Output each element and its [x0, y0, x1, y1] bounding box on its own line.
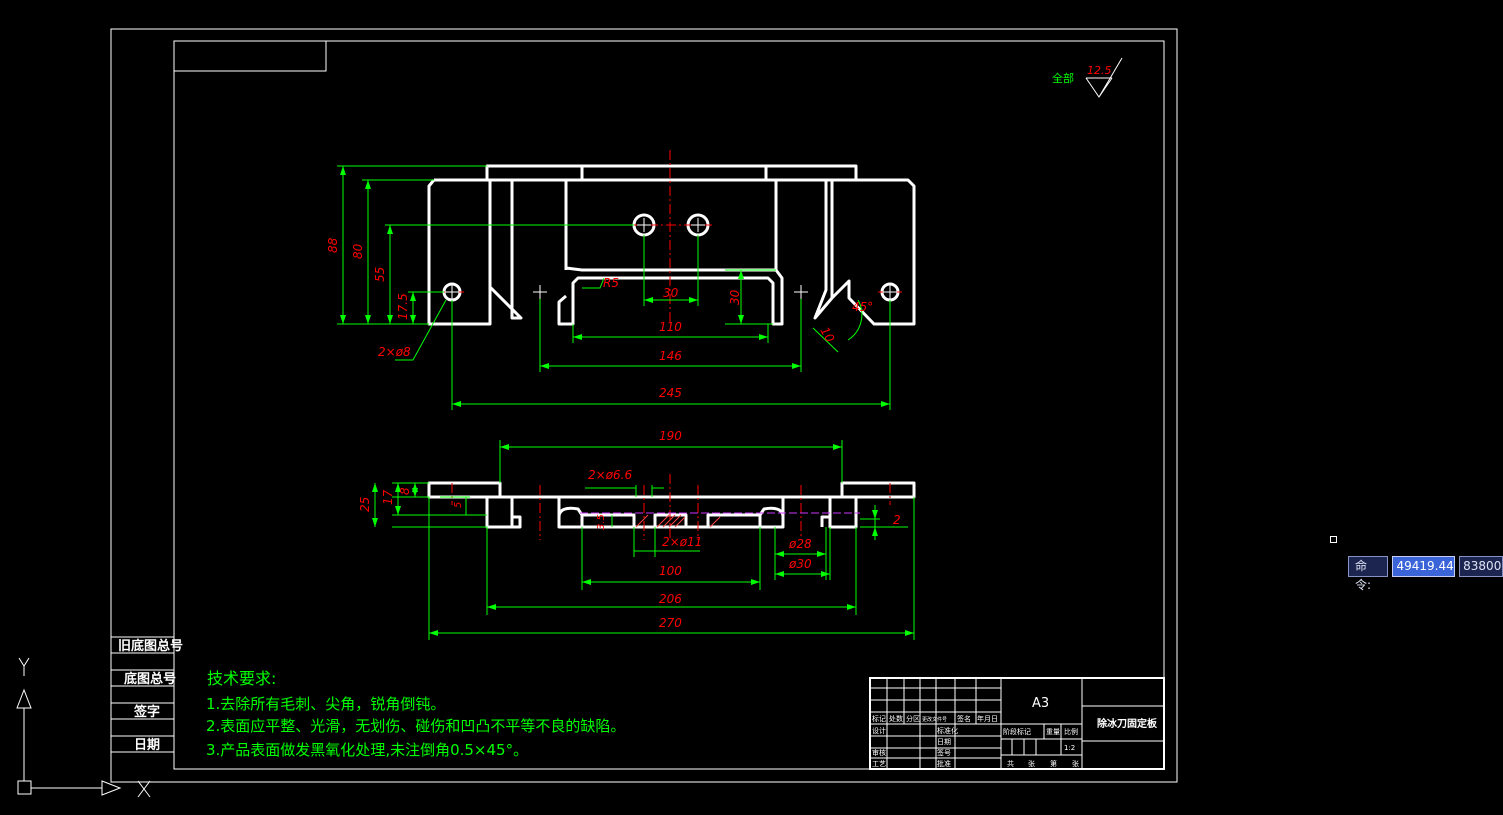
- dim-holes-8: 2×ø8: [378, 345, 411, 359]
- dim-17: 17: [381, 489, 395, 505]
- side-label-sign: 签字: [133, 704, 160, 720]
- dim-d30: ø30: [788, 557, 812, 571]
- title-scale-label: 比例: [1064, 727, 1078, 736]
- tech-requirement-3: 3.产品表面做发黑氧化处理,未注倒角0.5×45°。: [206, 741, 528, 759]
- tech-requirement-2: 2.表面应平整、光滑，无划伤、碰伤和凹凸不平等不良的缺陷。: [206, 717, 625, 735]
- side-label-date: 日期: [134, 738, 160, 753]
- title-sheet-size: A3: [1032, 696, 1049, 711]
- side-label-base-no: 底图总号: [124, 671, 176, 687]
- dim-30-height: 30: [728, 289, 742, 305]
- dim-25: 25: [358, 497, 372, 512]
- pick-box-cursor: [1330, 536, 1337, 543]
- front-view-hatch: [635, 514, 721, 528]
- title-rev-date: 年月日: [977, 714, 998, 723]
- title-role-design: 设计: [872, 726, 886, 735]
- dim-holes-6-6: 2×ø6.6: [588, 468, 632, 482]
- dim-chamfer-10: 10: [817, 325, 837, 346]
- title-misc-sign-no: 签号: [937, 748, 951, 757]
- dim-270: 270: [659, 616, 682, 630]
- roughness-symbol: 全部 12.5: [1052, 57, 1123, 98]
- dim-angle-45: 45°: [852, 300, 873, 314]
- title-total-unit: 张: [1028, 759, 1035, 768]
- top-view-dimensions: [337, 165, 891, 410]
- dim-190: 190: [659, 429, 682, 443]
- title-part-name: 除冰刀固定板: [1097, 717, 1158, 730]
- tech-requirement-1: 1.去除所有毛刺、尖角，锐角倒钝。: [206, 695, 445, 713]
- dim-r5: R5: [603, 276, 619, 290]
- title-weight: 重量: [1046, 728, 1060, 736]
- x-coordinate-input[interactable]: 49419.44: [1392, 556, 1456, 577]
- title-stage: 阶段标记: [1003, 727, 1031, 736]
- tech-requirements-title: 技术要求:: [207, 669, 276, 688]
- dim-245: 245: [659, 386, 682, 400]
- title-block: [869, 677, 1165, 770]
- title-rev-count: 处数: [889, 714, 903, 723]
- title-role-process: 工艺: [872, 760, 886, 768]
- roughness-value: 12.5: [1087, 64, 1112, 77]
- dim-2: 2: [893, 513, 901, 527]
- ucs-icon: [16, 657, 151, 798]
- title-rev-mark: 标记: [872, 714, 886, 723]
- dim-3-5: 3.5: [596, 514, 607, 530]
- title-rev-sign: 签名: [957, 714, 971, 723]
- dim-holes-11: 2×ø11: [662, 535, 702, 549]
- drawing-frame: [110, 28, 1178, 783]
- dim-206: 206: [659, 592, 682, 606]
- side-label-column: [111, 636, 174, 753]
- dim-80: 80: [351, 243, 365, 259]
- title-scale: 1:2: [1064, 744, 1075, 752]
- title-rev-zone: 分区: [906, 714, 920, 723]
- top-view-crosshairs: [445, 218, 897, 299]
- dim-110: 110: [659, 320, 682, 334]
- top-view-arrows: [340, 166, 890, 407]
- dynamic-input-bar[interactable]: 命令: 49419.44 83800: [1348, 556, 1503, 592]
- roughness-prefix: 全部: [1052, 71, 1074, 85]
- front-view-centerlines: [451, 474, 891, 540]
- title-rev-doc: 更改文件号: [922, 716, 947, 723]
- front-view-outline: [427, 481, 916, 529]
- title-role-review: 审核: [872, 748, 886, 757]
- dim-5: 5: [453, 502, 464, 508]
- title-total: 共: [1007, 759, 1014, 768]
- dim-d28: ø28: [788, 537, 812, 551]
- side-label-old-base-no: 旧底图总号: [118, 638, 183, 654]
- front-view-arrows: [372, 444, 914, 636]
- title-page: 第: [1050, 759, 1057, 768]
- dim-146: 146: [659, 349, 682, 363]
- dim-17-5: 17.5: [396, 293, 410, 320]
- dim-8: 8: [398, 487, 412, 495]
- dim-30-width: 30: [663, 286, 679, 300]
- title-role-standard: 标准化: [937, 726, 958, 735]
- command-label: 命令:: [1348, 556, 1389, 592]
- dim-55: 55: [373, 267, 387, 282]
- title-misc-date: 日期: [937, 738, 951, 746]
- title-role-approve: 批准: [937, 759, 951, 768]
- y-coordinate-input[interactable]: 83800: [1459, 556, 1503, 577]
- title-page-unit: 张: [1072, 759, 1079, 768]
- dim-88: 88: [326, 237, 340, 253]
- dim-100: 100: [659, 564, 682, 578]
